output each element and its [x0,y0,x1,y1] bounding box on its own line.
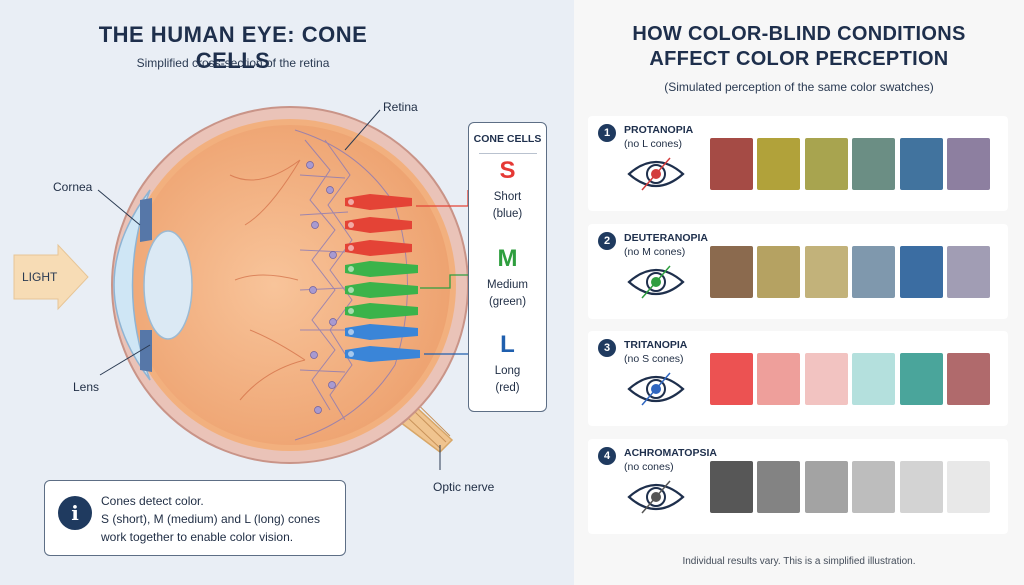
cone-s-line2: (blue) [492,208,523,220]
conditions-title-line-1: HOW COLOR-BLIND CONDITIONS [632,23,966,45]
cornea-label: Cornea [53,180,93,194]
condition-card: 2 DEUTERANOPIA (no M cones) [588,224,1008,319]
color-swatch [900,138,943,190]
color-swatch [805,353,848,405]
footnote: Individual results vary. This is a simpl… [682,556,916,567]
color-swatch [852,353,895,405]
optic-nerve-label: Optic nerve [433,480,495,494]
color-swatch [805,461,848,513]
conditions-title: HOW COLOR-BLIND CONDITIONS AFFECT COLOR … [574,22,1024,72]
condition-note: (no M cones) [624,246,686,258]
color-swatch [710,461,753,513]
conditions-subtitle: (Simulated perception of the same color … [664,80,934,94]
light-label: LIGHT [22,270,58,284]
cone-l-line2: (red) [495,382,520,394]
lens-label: Lens [73,380,100,394]
cone-cells-legend: CONE CELLS S Short (blue) M Medium (gree… [468,122,547,412]
cone-l-letter: L [500,331,515,358]
info-icon: i [58,496,92,530]
cone-m-line2: (green) [488,296,527,308]
condition-number: 2 [598,232,616,250]
crossed-eye-icon [627,480,685,514]
color-swatch [805,138,848,190]
diagram-subtitle: Simplified cross-section of the retina [136,56,330,70]
info-line-1: Cones detect color. [101,494,204,508]
crossed-eye-icon [627,265,685,299]
color-swatch [852,138,895,190]
divider [479,153,537,154]
lens-shape [143,230,193,340]
color-swatch [757,353,800,405]
retina-label: Retina [383,100,418,114]
cone-s-line1: Short [493,191,522,203]
cone-s-letter: S [499,157,516,184]
condition-number: 4 [598,447,616,465]
cone-m-letter: M [497,245,518,272]
info-line-3: work together to enable color vision. [101,530,294,544]
color-swatch [710,246,753,298]
info-text: Cones detect color. S (short), M (medium… [101,492,341,546]
condition-note: (no L cones) [624,138,682,150]
condition-note: (no cones) [624,461,674,473]
info-box: i Cones detect color. S (short), M (medi… [44,480,346,556]
color-swatch [947,138,990,190]
condition-card: 3 TRITANOPIA (no S cones) [588,331,1008,426]
color-swatch [757,246,800,298]
color-swatch [900,353,943,405]
color-swatch [947,353,990,405]
cone-l-line1: Long [494,365,521,377]
condition-name: DEUTERANOPIA [624,232,709,244]
color-swatch [805,246,848,298]
eye-diagram-panel: THE HUMAN EYE: CONE CELLS Simplified cro… [13,22,547,556]
eye-cross-section [13,106,469,470]
condition-name: TRITANOPIA [624,339,688,351]
color-swatch [852,246,895,298]
color-swatch [900,461,943,513]
cone-l-desc: Long (red) [469,363,546,397]
color-swatch [900,246,943,298]
color-swatch [947,246,990,298]
crossed-eye-icon [627,157,685,191]
condition-number: 1 [598,124,616,142]
cone-m-line1: Medium [487,279,528,291]
condition-card: 4 ACHROMATOPSIA (no cones) [588,439,1008,534]
color-swatch [757,138,800,190]
color-swatch [947,461,990,513]
conditions-title-line-2: AFFECT COLOR PERCEPTION [649,48,949,70]
info-line-2: S (short), M (medium) and L (long) cones [101,512,320,526]
color-blindness-panel: HOW COLOR-BLIND CONDITIONS AFFECT COLOR … [574,0,1024,585]
cone-legend-header: CONE CELLS [473,133,542,145]
color-swatch [710,353,753,405]
condition-number: 3 [598,339,616,357]
color-swatch [757,461,800,513]
color-swatch [852,461,895,513]
color-swatch [710,138,753,190]
cone-s-desc: Short (blue) [469,189,546,223]
cone-cells [345,194,420,362]
condition-card: 1 PROTANOPIA (no L cones) [588,116,1008,211]
condition-name: PROTANOPIA [624,124,694,136]
diagram-title: THE HUMAN EYE: CONE CELLS [98,22,368,73]
cornea-shape [113,189,151,381]
crossed-eye-icon [627,372,685,406]
light-arrow [13,243,89,311]
cone-m-desc: Medium (green) [469,277,546,311]
condition-note: (no S cones) [624,353,684,365]
condition-name: ACHROMATOPSIA [624,447,717,459]
